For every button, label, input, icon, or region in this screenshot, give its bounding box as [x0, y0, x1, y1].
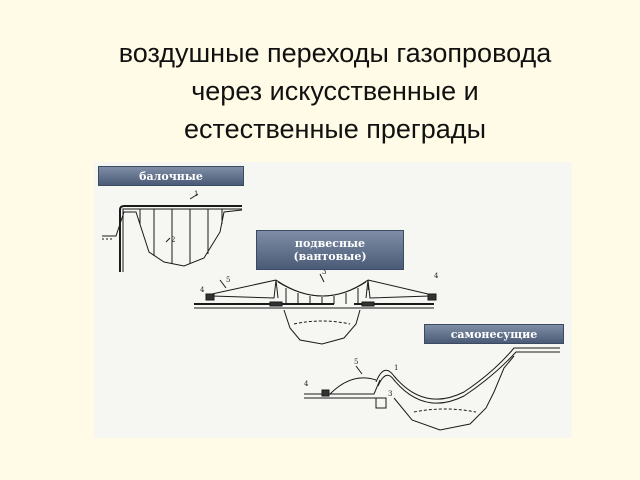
beam-crossing-label-text: балочные: [139, 169, 203, 183]
title-line-2: через искусственные и: [191, 76, 479, 106]
self-supporting-crossing-drawing: [304, 347, 560, 431]
slide-title: воздушные переходы газопровода через иск…: [40, 34, 630, 148]
susp-callout-5: 5: [226, 276, 230, 284]
beam-callout-2: 2: [171, 236, 175, 244]
susp-callout-4-right: 4: [434, 272, 439, 280]
suspension-crossing-drawing: [194, 273, 437, 345]
title-line-1: воздушные переходы газопровода: [118, 38, 552, 68]
suspension-crossing-label: подвесные (вантовые): [256, 230, 404, 270]
title-line-3: естественные преграды: [184, 114, 486, 144]
crossings-diagram: 1 2 3 4 5 1 4 4 5 1 3 балочные подвесные…: [94, 162, 572, 438]
suspension-label-line-1: подвесные: [294, 237, 366, 250]
self-callout-3: 3: [388, 390, 392, 398]
susp-callout-3: 3: [322, 268, 326, 276]
self-callout-4: 4: [304, 380, 309, 388]
self-callout-5: 5: [354, 358, 358, 366]
susp-callout-1: 1: [366, 284, 370, 292]
suspension-label-line-2: (вантовые): [293, 250, 367, 263]
diagram-drawing: 1 2 3 4 5 1 4 4 5 1 3: [102, 190, 560, 431]
self-supporting-crossing-label: самонесущие: [424, 324, 564, 344]
beam-crossing-label: балочные: [98, 166, 244, 186]
beam-callout-1: 1: [194, 190, 198, 198]
beam-crossing-drawing: [102, 193, 243, 272]
susp-callout-4-left: 4: [200, 286, 205, 294]
self-supporting-label-text: самонесущие: [450, 327, 538, 341]
self-callout-1: 1: [394, 364, 398, 372]
